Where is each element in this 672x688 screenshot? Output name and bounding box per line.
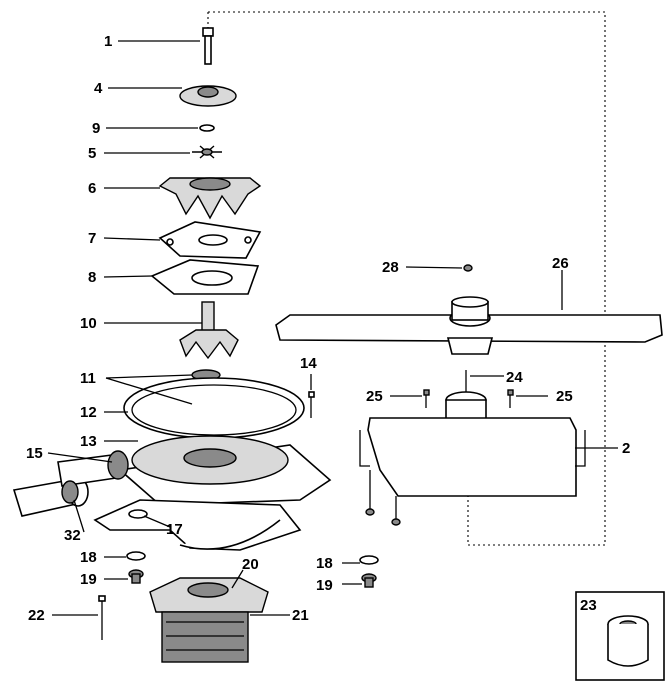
callout-5: 5 (88, 145, 96, 162)
part-motor (149, 577, 269, 663)
part-cap (179, 85, 237, 107)
callout-22: 22 (28, 607, 45, 624)
part-pump-base (118, 435, 332, 506)
callout-24: 24 (506, 369, 523, 386)
callout-6: 6 (88, 180, 96, 197)
callout-19-right: 19 (316, 577, 333, 594)
callout-20: 20 (242, 556, 259, 573)
callout-10: 10 (80, 315, 97, 332)
part-bolt (202, 27, 214, 65)
callout-11: 11 (80, 370, 96, 387)
callout-19-left: 19 (80, 571, 97, 588)
part-wire-frame (359, 417, 586, 526)
part-small-washer (199, 124, 215, 132)
callout-25-right: 25 (556, 388, 573, 405)
callout-21: 21 (292, 607, 309, 624)
inset-part-23 (575, 591, 665, 681)
assembly-guide-lines (164, 11, 606, 656)
callout-13: 13 (80, 433, 97, 450)
part-nut-28 (463, 264, 473, 272)
callout-18-right: 18 (316, 555, 333, 572)
callout-12: 12 (80, 404, 97, 421)
callout-4: 4 (94, 80, 103, 97)
leader-lines (47, 40, 618, 616)
part-spray-arm (275, 296, 663, 355)
callout-26: 26 (552, 255, 569, 272)
part-large-ring (123, 377, 305, 439)
part-screws-25 (423, 389, 514, 408)
part-bracket (93, 499, 302, 551)
part-gasket (150, 259, 260, 295)
part-nut-19-right (361, 573, 377, 588)
callout-2: 2 (622, 440, 630, 457)
callout-1: 1 (104, 33, 112, 50)
callout-18-left: 18 (80, 549, 97, 566)
callout-25-left: 25 (366, 388, 383, 405)
part-screw-22 (98, 595, 106, 640)
callout-14: 14 (300, 355, 317, 372)
callout-15: 15 (26, 445, 43, 462)
callout-8: 8 (88, 269, 96, 286)
part-hose-assembly (12, 450, 129, 517)
part-screw-14 (308, 391, 315, 418)
part-plate-upper (158, 221, 262, 259)
callout-numbers: 1 4 9 5 6 7 8 10 11 12 13 15 32 17 18 19… (26, 33, 630, 624)
part-washer-18-right (359, 555, 379, 565)
part-spider (192, 145, 222, 159)
part-impeller (179, 301, 239, 360)
part-washer-18-left (126, 551, 146, 561)
callout-7: 7 (88, 230, 96, 247)
part-impeller-housing (158, 177, 262, 220)
callout-32: 32 (64, 527, 81, 544)
callout-9: 9 (92, 120, 100, 137)
callout-28: 28 (382, 259, 399, 276)
callout-17: 17 (166, 521, 183, 538)
callout-23: 23 (580, 597, 597, 614)
part-nut-19-left (128, 569, 144, 584)
